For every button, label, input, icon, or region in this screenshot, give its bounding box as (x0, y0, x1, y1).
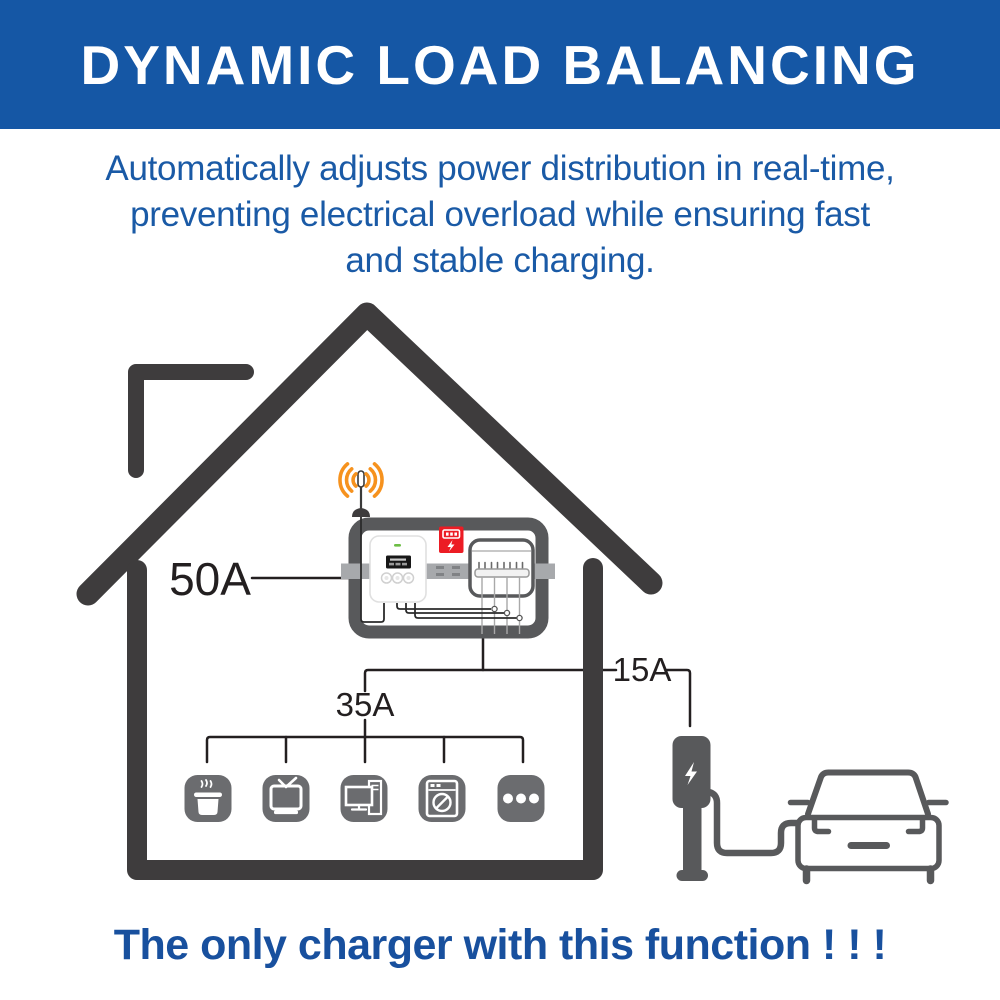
charger-screen (386, 555, 411, 569)
station-pole (683, 806, 702, 872)
busbar-terminals (436, 566, 460, 576)
circuit-wires (205, 576, 692, 764)
car-headlight-right (905, 817, 926, 835)
house-walls-floor (127, 558, 603, 880)
breaker-output-wires (481, 577, 521, 634)
charger-knobs (380, 572, 415, 584)
breaker-box (468, 538, 535, 634)
subtitle: Automatically adjusts power distribution… (0, 146, 1000, 284)
more-appliances-icon (497, 775, 545, 822)
ev-charging-station (672, 736, 801, 881)
subtitle-line-3: and stable charging. (345, 241, 655, 280)
car-headlight-left (811, 817, 832, 835)
car-body (795, 814, 942, 872)
tv-icon (262, 775, 310, 822)
household-amp-label: 35A (336, 686, 395, 723)
station-base (676, 870, 708, 881)
charger-control-unit (369, 535, 427, 603)
charging-cable (705, 788, 801, 857)
main-breaker-amp-label: 50A (169, 553, 251, 605)
subtitle-line-2: preventing electrical overload while ens… (130, 195, 870, 234)
charger-wires (360, 516, 517, 623)
house-roof (76, 302, 663, 606)
antenna (352, 470, 370, 517)
electrical-panel (338, 462, 555, 639)
station-lightning-icon (685, 762, 697, 785)
subtitle-line-1: Automatically adjusts power distribution… (105, 149, 895, 188)
wifi-signal-icon (338, 462, 384, 498)
car-roof (805, 769, 931, 817)
lightning-icon (447, 540, 455, 552)
electrical-alert-icon (439, 526, 464, 553)
ev-amp-label: 15A (613, 651, 672, 688)
house-outline (76, 302, 663, 880)
cooking-pot-icon (184, 775, 232, 822)
page-title: DYNAMIC LOAD BALANCING (80, 33, 920, 96)
computer-icon (340, 775, 388, 822)
breaker-pins (478, 561, 524, 570)
din-rail (474, 568, 530, 578)
house-chimney (128, 364, 254, 478)
appliance-icons (184, 775, 545, 822)
footer-tagline: The only charger with this function ! ! … (113, 921, 887, 969)
car (787, 769, 949, 885)
status-led (394, 544, 401, 547)
washing-machine-icon (418, 775, 466, 822)
wire-nodes (491, 605, 523, 622)
junction-wire-left (363, 668, 618, 693)
ev-branch-wire (665, 668, 692, 728)
header-banner: DYNAMIC LOAD BALANCING (0, 0, 1000, 129)
